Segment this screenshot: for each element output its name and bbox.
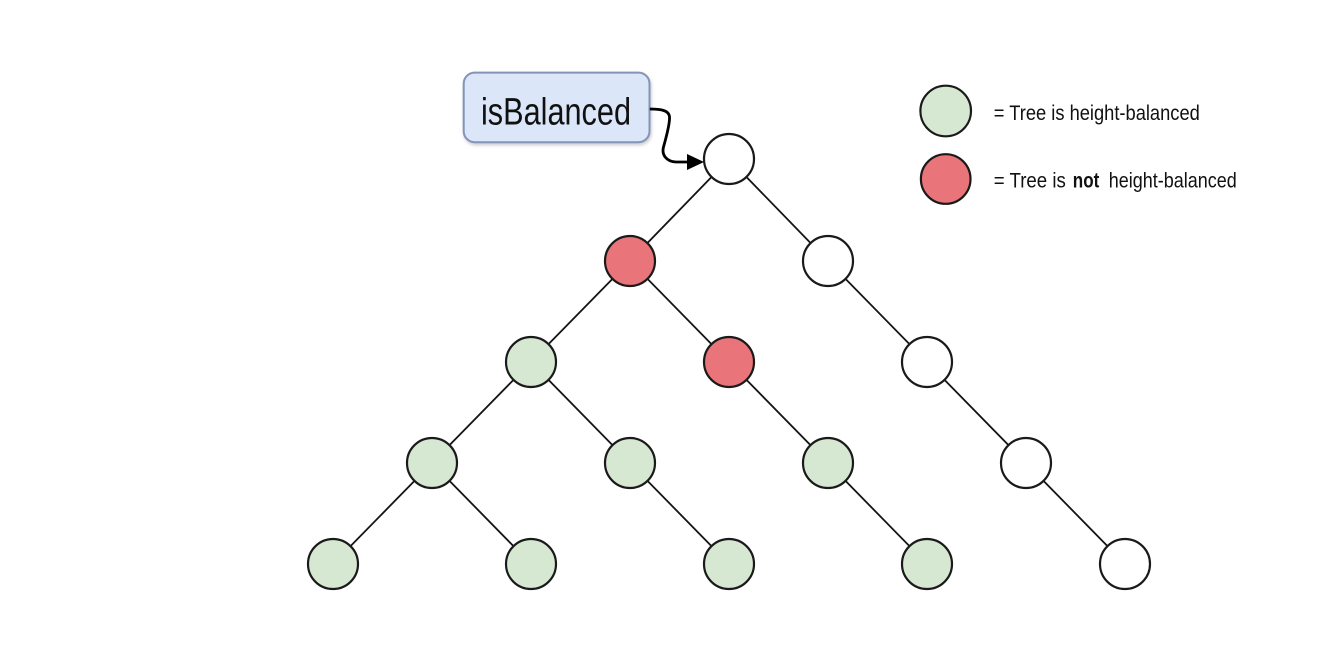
- svg-text:isBalanced: isBalanced: [481, 92, 631, 134]
- svg-text:height-balanced: height-balanced: [1109, 168, 1237, 192]
- svg-text:= Tree is height-balanced: = Tree is height-balanced: [994, 101, 1200, 125]
- svg-text:not: not: [1073, 168, 1100, 192]
- svg-text:= Tree is: = Tree is: [994, 168, 1066, 192]
